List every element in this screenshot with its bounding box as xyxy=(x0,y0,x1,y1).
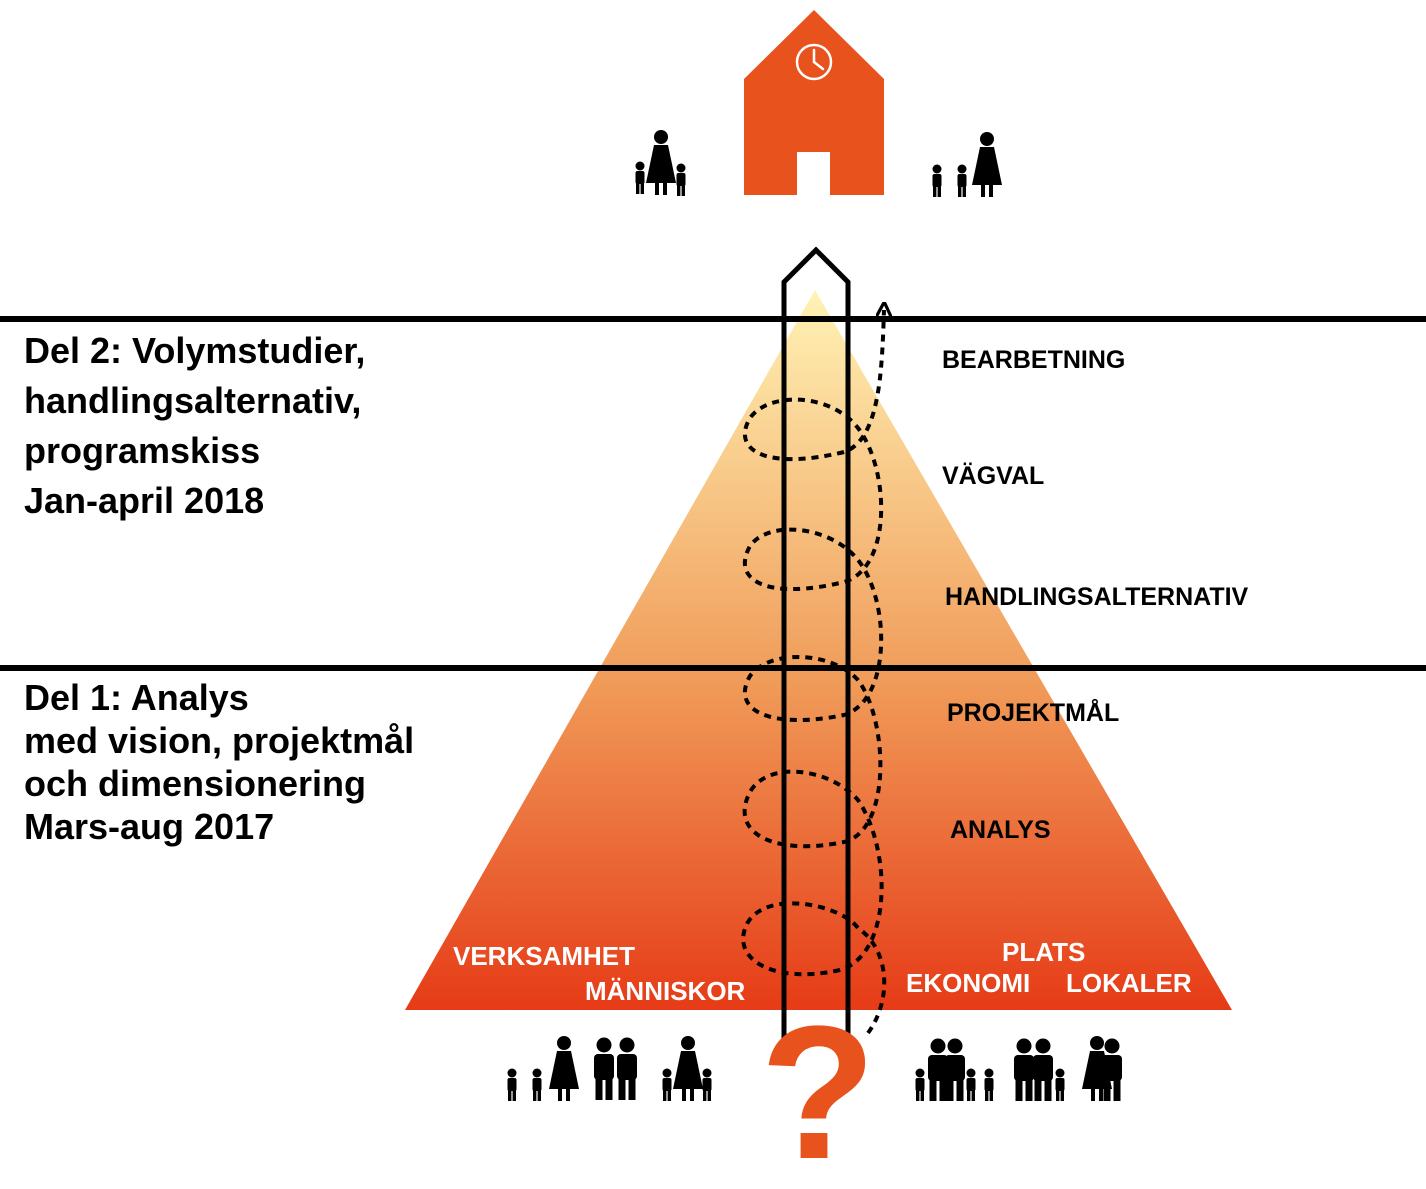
factor-label-plats: PLATS xyxy=(1002,937,1086,967)
phase-1-line: och dimensionering xyxy=(24,763,367,804)
question-mark-icon: ? xyxy=(760,987,876,1189)
phase-2-line: Del 2: Volymstudier, xyxy=(24,330,366,371)
stage-label-bearbetning: BEARBETNING xyxy=(942,346,1126,374)
people-silhouettes-icon xyxy=(915,1036,1122,1101)
phase-1-line: med vision, projektmål xyxy=(24,720,415,761)
stage-label-vagval: VÄGVAL xyxy=(942,462,1045,490)
factor-label-manniskor: MÄNNISKOR xyxy=(585,976,746,1006)
dashed-spiral-arrow-icon xyxy=(741,310,884,1035)
factor-label-ekonomi: EKONOMI xyxy=(906,968,1031,998)
factor-label-lokaler: LOKALER xyxy=(1066,968,1192,998)
stage-label-analys: ANALYS xyxy=(950,816,1051,844)
people-silhouettes-icon xyxy=(932,132,1002,197)
pyramid xyxy=(405,290,1232,1010)
arrow-pillar-icon xyxy=(781,246,851,1040)
phase-2-line: programskiss xyxy=(24,430,261,471)
phase-2-line: Jan-april 2018 xyxy=(24,480,265,521)
clock-icon xyxy=(795,43,833,81)
school-house-with-clock-icon xyxy=(744,10,884,195)
people-silhouettes-icon xyxy=(507,1036,712,1101)
phase-1-line: Del 1: Analys xyxy=(24,677,249,718)
phase-1-heading: Del 1: Analys med vision, projektmål och… xyxy=(24,676,414,848)
phase-2-line: handlingsalternativ, xyxy=(24,380,362,421)
factor-label-verksamhet: VERKSAMHET xyxy=(453,941,636,971)
phase-2-heading: Del 2: Volymstudier, handlingsalternativ… xyxy=(24,326,365,526)
phase-1-line: Mars-aug 2017 xyxy=(24,806,275,847)
stage-label-handlingsalternativ: HANDLINGSALTERNATIV xyxy=(945,583,1249,611)
people-silhouettes-icon xyxy=(635,130,686,196)
stage-label-projektmal: PROJEKTMÅL xyxy=(947,699,1120,727)
